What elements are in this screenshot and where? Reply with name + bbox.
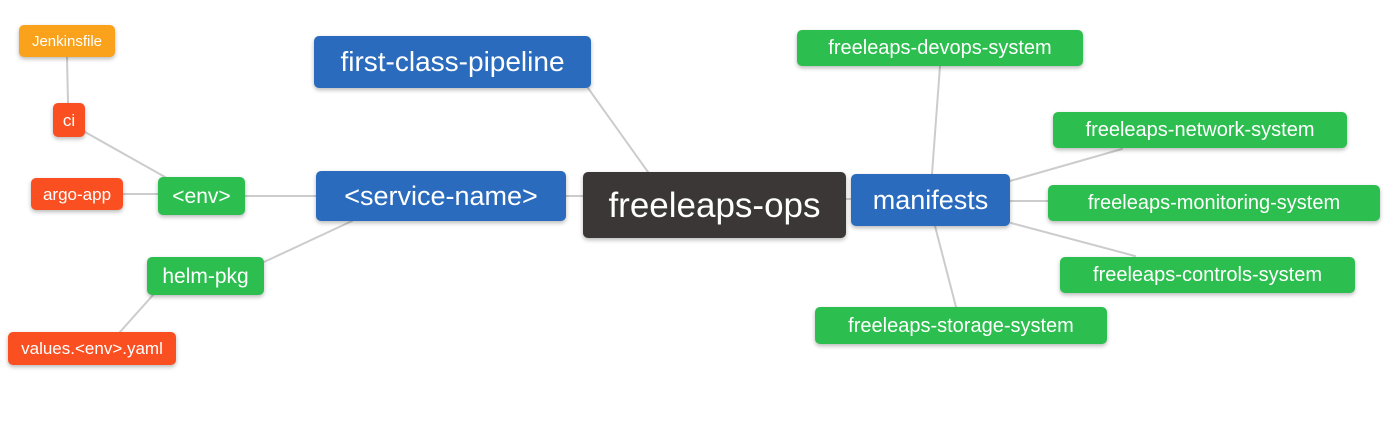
node-label: freeleaps-monitoring-system — [1087, 192, 1341, 214]
node-label: helm-pkg — [162, 264, 249, 288]
node-helm-pkg[interactable]: helm-pkg — [147, 257, 264, 295]
edge-jenkinsfile--ci — [66, 56, 69, 104]
node-label: freeleaps-controls-system — [1093, 264, 1322, 286]
node-freeleaps-monitoring-system[interactable]: freeleaps-monitoring-system — [1048, 185, 1380, 221]
node-manifests[interactable]: manifests — [851, 174, 1010, 226]
node-label: <env> — [172, 184, 231, 208]
node-label: <service-name> — [344, 180, 538, 211]
node-freeleaps-network-system[interactable]: freeleaps-network-system — [1053, 112, 1347, 148]
edge-ci--env — [84, 131, 166, 178]
edge-manifests--freeleaps-devops-system — [931, 65, 941, 175]
node-argo-app[interactable]: argo-app — [31, 178, 123, 210]
node-freeleaps-ops[interactable]: freeleaps-ops — [583, 172, 846, 238]
node-label: manifests — [872, 184, 989, 215]
node-label: freeleaps-devops-system — [828, 37, 1052, 59]
edge-first-class-pipeline--freeleaps-ops — [587, 87, 649, 173]
node-env[interactable]: <env> — [158, 177, 245, 215]
node-label: argo-app — [42, 184, 112, 204]
node-label: ci — [62, 110, 76, 130]
edge-manifests--freeleaps-storage-system — [934, 225, 957, 308]
node-freeleaps-storage-system[interactable]: freeleaps-storage-system — [815, 307, 1107, 344]
node-ci[interactable]: ci — [53, 103, 85, 137]
node-label: freeleaps-network-system — [1085, 119, 1315, 141]
node-label: freeleaps-storage-system — [848, 314, 1074, 337]
node-values-env-yaml[interactable]: values.<env>.yaml — [8, 332, 176, 365]
node-jenkinsfile[interactable]: Jenkinsfile — [19, 25, 115, 57]
node-label: Jenkinsfile — [31, 32, 103, 50]
node-freeleaps-controls-system[interactable]: freeleaps-controls-system — [1060, 257, 1355, 293]
node-label: freeleaps-ops — [608, 185, 821, 225]
edge-manifests--freeleaps-network-system — [1009, 148, 1123, 182]
node-first-class-pipeline[interactable]: first-class-pipeline — [314, 36, 591, 88]
edge-manifests--freeleaps-controls-system — [1010, 222, 1136, 257]
edge-helm-pkg--service-name — [263, 220, 353, 263]
node-label: values.<env>.yaml — [21, 339, 163, 358]
node-freeleaps-devops-system[interactable]: freeleaps-devops-system — [797, 30, 1083, 66]
node-label: first-class-pipeline — [340, 46, 565, 77]
node-service-name[interactable]: <service-name> — [316, 171, 566, 221]
edge-values-env-yaml--helm-pkg — [119, 294, 154, 333]
